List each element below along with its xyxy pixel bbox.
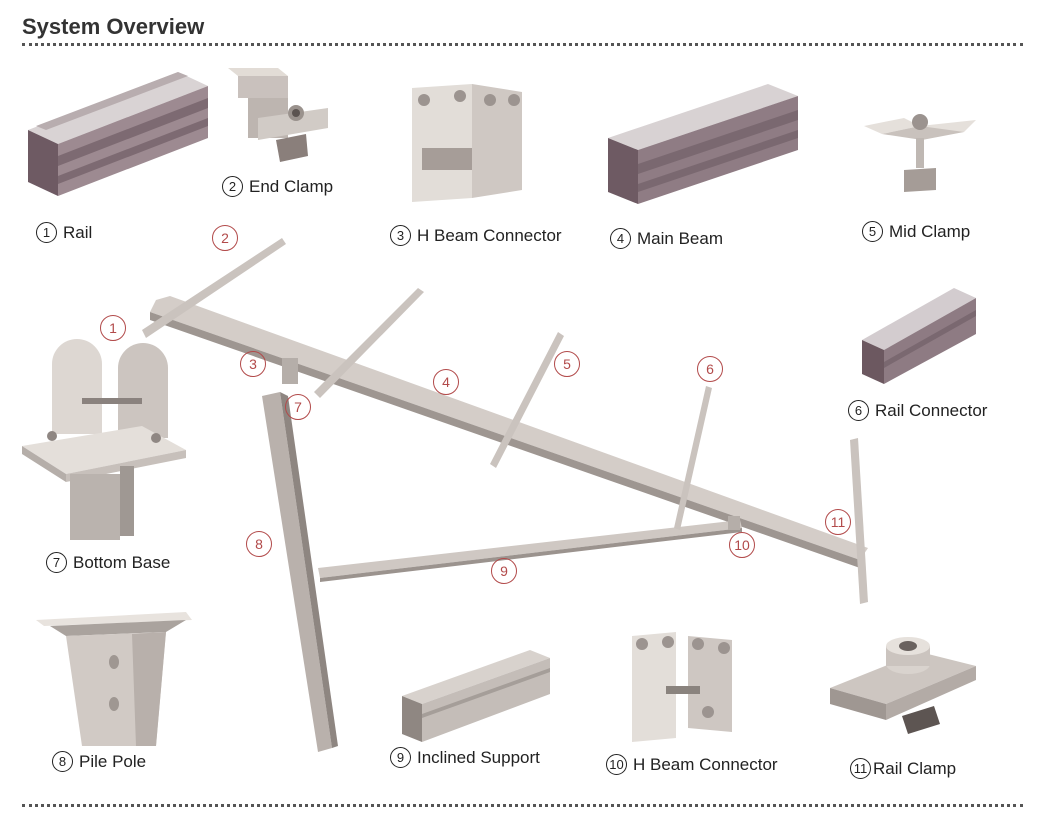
part-name: Pile Pole — [79, 751, 147, 771]
part-name: H Beam Connector — [633, 754, 778, 774]
part-name: Main Beam — [637, 228, 723, 248]
part-number: 5 — [862, 221, 883, 242]
part-name: Mid Clamp — [889, 221, 971, 241]
part-label-bottom-base: 7 Bottom Base — [46, 552, 170, 573]
page-title: System Overview — [22, 14, 205, 39]
end-clamp-illustration — [228, 68, 328, 168]
part-number: 7 — [46, 552, 67, 573]
part-name: Rail Connector — [875, 400, 988, 420]
assembly-badge-2: 2 — [212, 225, 238, 251]
part-number: 6 — [848, 400, 869, 421]
assembly-badge-5: 5 — [554, 351, 580, 377]
rail-illustration — [28, 68, 208, 200]
inclined-support-illustration — [402, 650, 550, 742]
part-label-h-beam-connector-2: 10 H Beam Connector — [606, 754, 778, 775]
rail-connector-illustration — [858, 282, 978, 386]
rail-clamp-illustration — [830, 634, 976, 734]
bottom-divider — [22, 804, 1023, 807]
assembly-badge-10: 10 — [729, 532, 755, 558]
mid-clamp-illustration — [864, 98, 976, 196]
part-name: H Beam Connector — [417, 225, 562, 245]
assembly-badge-11: 11 — [825, 509, 851, 535]
assembly-badge-4: 4 — [433, 369, 459, 395]
assembly-badge-6: 6 — [697, 356, 723, 382]
part-number: 3 — [390, 225, 411, 246]
part-label-rail-connector: 6 Rail Connector — [848, 400, 987, 421]
part-label-end-clamp: 2 End Clamp — [222, 176, 333, 197]
part-label-mid-clamp: 5 Mid Clamp — [862, 221, 970, 242]
main-beam-illustration — [608, 80, 798, 206]
part-name: Bottom Base — [73, 552, 171, 572]
top-divider — [22, 43, 1023, 46]
part-number: 8 — [52, 751, 73, 772]
assembly-badge-7: 7 — [285, 394, 311, 420]
part-name: Inclined Support — [417, 747, 540, 767]
part-number: 4 — [610, 228, 631, 249]
h-beam-connector-2-illustration — [626, 628, 738, 744]
assembly-badge-9: 9 — [491, 558, 517, 584]
part-number: 11 — [850, 758, 871, 779]
part-label-pile-pole: 8 Pile Pole — [52, 751, 146, 772]
h-beam-connector-illustration — [402, 78, 532, 204]
pile-pole-illustration — [36, 612, 192, 746]
part-name: Rail Clamp — [873, 758, 957, 778]
bottom-base-illustration — [22, 339, 186, 540]
assembly-badge-1: 1 — [100, 315, 126, 341]
part-number: 2 — [222, 176, 243, 197]
part-name: Rail — [63, 222, 93, 242]
part-label-rail-clamp: 11 Rail Clamp — [850, 758, 956, 779]
assembly-badge-8: 8 — [246, 531, 272, 557]
part-number: 10 — [606, 754, 627, 775]
part-name: End Clamp — [249, 176, 334, 196]
part-label-rail: 1 Rail — [36, 222, 92, 243]
assembly-badge-3: 3 — [240, 351, 266, 377]
part-label-main-beam: 4 Main Beam — [610, 228, 723, 249]
part-number: 1 — [36, 222, 57, 243]
part-label-h-beam-connector: 3 H Beam Connector — [390, 225, 562, 246]
part-label-inclined-support: 9 Inclined Support — [390, 747, 540, 768]
part-number: 9 — [390, 747, 411, 768]
